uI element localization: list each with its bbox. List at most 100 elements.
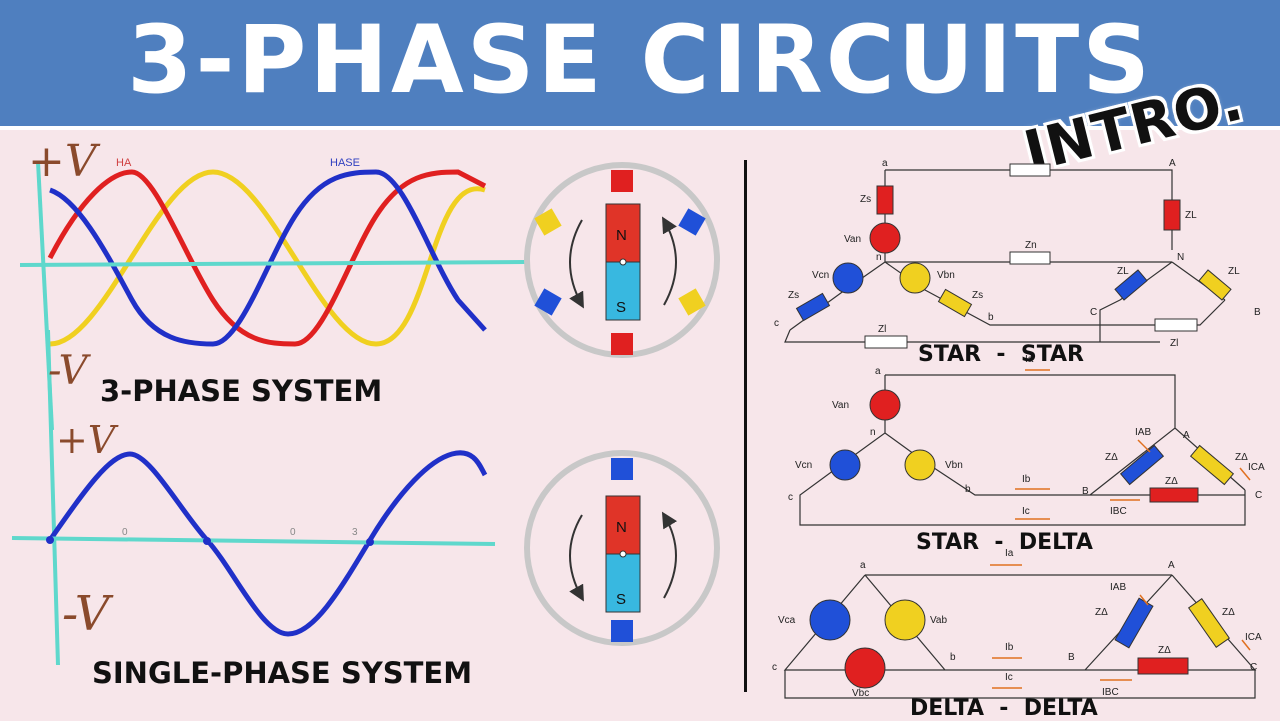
- source-vab-label: Vab: [930, 615, 947, 626]
- star-star-circuit: a A n N c C b B Van Vcn Vbn Zs ZL Zn Zl …: [774, 158, 1261, 349]
- node-a-2: a: [875, 366, 881, 377]
- impedance-line-c: [864, 335, 908, 349]
- node-n-2: n: [870, 427, 876, 438]
- current-ic-3: Ic: [1005, 672, 1013, 683]
- imp-zs-c-label: Zs: [788, 290, 799, 301]
- current-iab-2: IAB: [1135, 427, 1151, 438]
- magnet-north: [605, 203, 641, 263]
- imp-zl-label: ZL: [1185, 210, 1197, 221]
- source-vca-label: Vca: [778, 615, 796, 626]
- magnet-north-label-2: N: [616, 519, 627, 536]
- rotation-arrow-left-2: [569, 514, 584, 602]
- impedance-zca-delta-2: [1187, 598, 1231, 648]
- node-B-3: B: [1068, 652, 1075, 663]
- imp-zl-c-label: ZL: [1117, 266, 1129, 277]
- coil-yellow-right: [678, 288, 706, 316]
- hand-label-neg-bottom: -V: [62, 586, 110, 642]
- impedance-zl-b: [1198, 269, 1232, 301]
- imp-zl-line-label: Zl: [878, 324, 886, 335]
- current-ic-2: Ic: [1022, 506, 1030, 517]
- star-delta-circuit: a A n c b B C Van Vcn Vbn Ia IAB Ib Ic I…: [788, 354, 1265, 520]
- three-phase-x-axis: [19, 260, 526, 267]
- node-B-2: B: [1082, 486, 1089, 497]
- hand-label-pos-top: +V: [28, 136, 97, 187]
- source-vab: [884, 599, 926, 641]
- star-delta-label: STAR - DELTA: [916, 530, 1093, 555]
- node-c-1: c: [774, 318, 779, 329]
- impedance-zs-c: [795, 292, 831, 322]
- source-vcn-2-label: Vcn: [795, 460, 812, 471]
- current-ib-3: Ib: [1005, 642, 1014, 653]
- star-star-label: STAR - STAR: [918, 342, 1084, 367]
- source-vbn-label: Vbn: [937, 270, 955, 281]
- node-b-2: b: [965, 484, 971, 495]
- impedance-zbc-delta: [1149, 487, 1199, 503]
- node-c-2: c: [788, 492, 793, 503]
- current-ica-2: ICA: [1248, 462, 1265, 473]
- delta-delta-label: DELTA - DELTA: [910, 696, 1098, 721]
- phase-yellow-wave: [49, 169, 486, 347]
- page-title: 3-PHASE CIRCUITS: [127, 6, 1153, 115]
- phase-blue-wave: [49, 169, 487, 347]
- faded-tick-1: 0: [122, 527, 128, 538]
- source-vcn-2: [829, 449, 861, 481]
- node-C-3: C: [1250, 662, 1257, 673]
- node-n-1: n: [876, 252, 882, 263]
- current-ia-2: Ia: [1025, 354, 1034, 365]
- faded-phase-a-text: HA: [116, 157, 132, 169]
- current-ibc-2: IBC: [1110, 506, 1127, 517]
- source-vbc: [844, 647, 886, 689]
- imp-zl-b-label: ZL: [1228, 266, 1240, 277]
- hand-label-neg-top: -V: [48, 348, 88, 394]
- impedance-zab-delta: [1119, 444, 1165, 486]
- faded-tick-2: 0: [290, 527, 296, 538]
- node-A-1: A: [1169, 158, 1176, 169]
- hand-label-pos-bottom: +V: [56, 418, 116, 462]
- magnet-south-label-2: S: [616, 591, 626, 608]
- node-B-1: B: [1254, 307, 1261, 318]
- faded-phase-b-text: HASE: [330, 157, 360, 169]
- node-b-1: b: [988, 312, 994, 323]
- coil-yellow-left: [534, 208, 562, 236]
- coil-blue-right: [678, 208, 706, 236]
- node-c-3: c: [772, 662, 777, 673]
- three-phase-waves: [47, 169, 487, 347]
- title-banner: 3-PHASE CIRCUITS: [0, 0, 1280, 130]
- coil-blue-left: [534, 288, 562, 316]
- source-vbn: [899, 262, 931, 294]
- circuits-panel: a A n N c C b B Van Vcn Vbn Zs ZL Zn Zl …: [772, 158, 1265, 699]
- single-phase-generator: N S: [524, 450, 720, 646]
- rotation-arrow-right: [662, 216, 677, 306]
- magnet-north-label: N: [616, 227, 627, 244]
- magnet-south: [605, 261, 641, 321]
- source-van-2-label: Van: [832, 400, 849, 411]
- imp-zl-line-b-label: Zl: [1170, 338, 1178, 349]
- delta-delta-circuit: a A c b B C Vca Vab Vbc Ia IAB Ib Ic IBC…: [772, 548, 1262, 699]
- zero-crossing-dots: [46, 536, 374, 546]
- impedance-zl-a: [1163, 199, 1181, 231]
- current-ica-3: ICA: [1245, 632, 1262, 643]
- impedance-zs-b: [937, 288, 973, 318]
- imp-zca-3-label: ZΔ: [1222, 607, 1235, 618]
- lower-y-axis: [46, 329, 60, 666]
- node-b-3: b: [950, 652, 956, 663]
- coil-red-bottom: [611, 333, 633, 355]
- waveform-panel: HA HASE 0 0 3: [11, 157, 526, 666]
- imp-zbc-3-label: ZΔ: [1158, 645, 1171, 656]
- source-vbn-2: [904, 449, 936, 481]
- source-van: [869, 222, 901, 254]
- current-ibc-3: IBC: [1102, 687, 1119, 698]
- magnet-south-label: S: [616, 299, 626, 316]
- impedance-zs-a: [876, 185, 894, 215]
- source-vcn-label: Vcn: [812, 270, 829, 281]
- single-phase-system-label: SINGLE-PHASE SYSTEM: [92, 656, 473, 690]
- magnet-south-2: [605, 553, 641, 613]
- coil-red-top: [611, 170, 633, 192]
- phase-red-wave: [47, 169, 487, 347]
- imp-zab-3-label: ZΔ: [1095, 607, 1108, 618]
- impedance-zl-c: [1114, 269, 1148, 301]
- node-A-3: A: [1168, 560, 1175, 571]
- coil-blue-top: [611, 458, 633, 480]
- generators-panel: N S N S: [524, 162, 720, 646]
- node-a-3: a: [860, 560, 866, 571]
